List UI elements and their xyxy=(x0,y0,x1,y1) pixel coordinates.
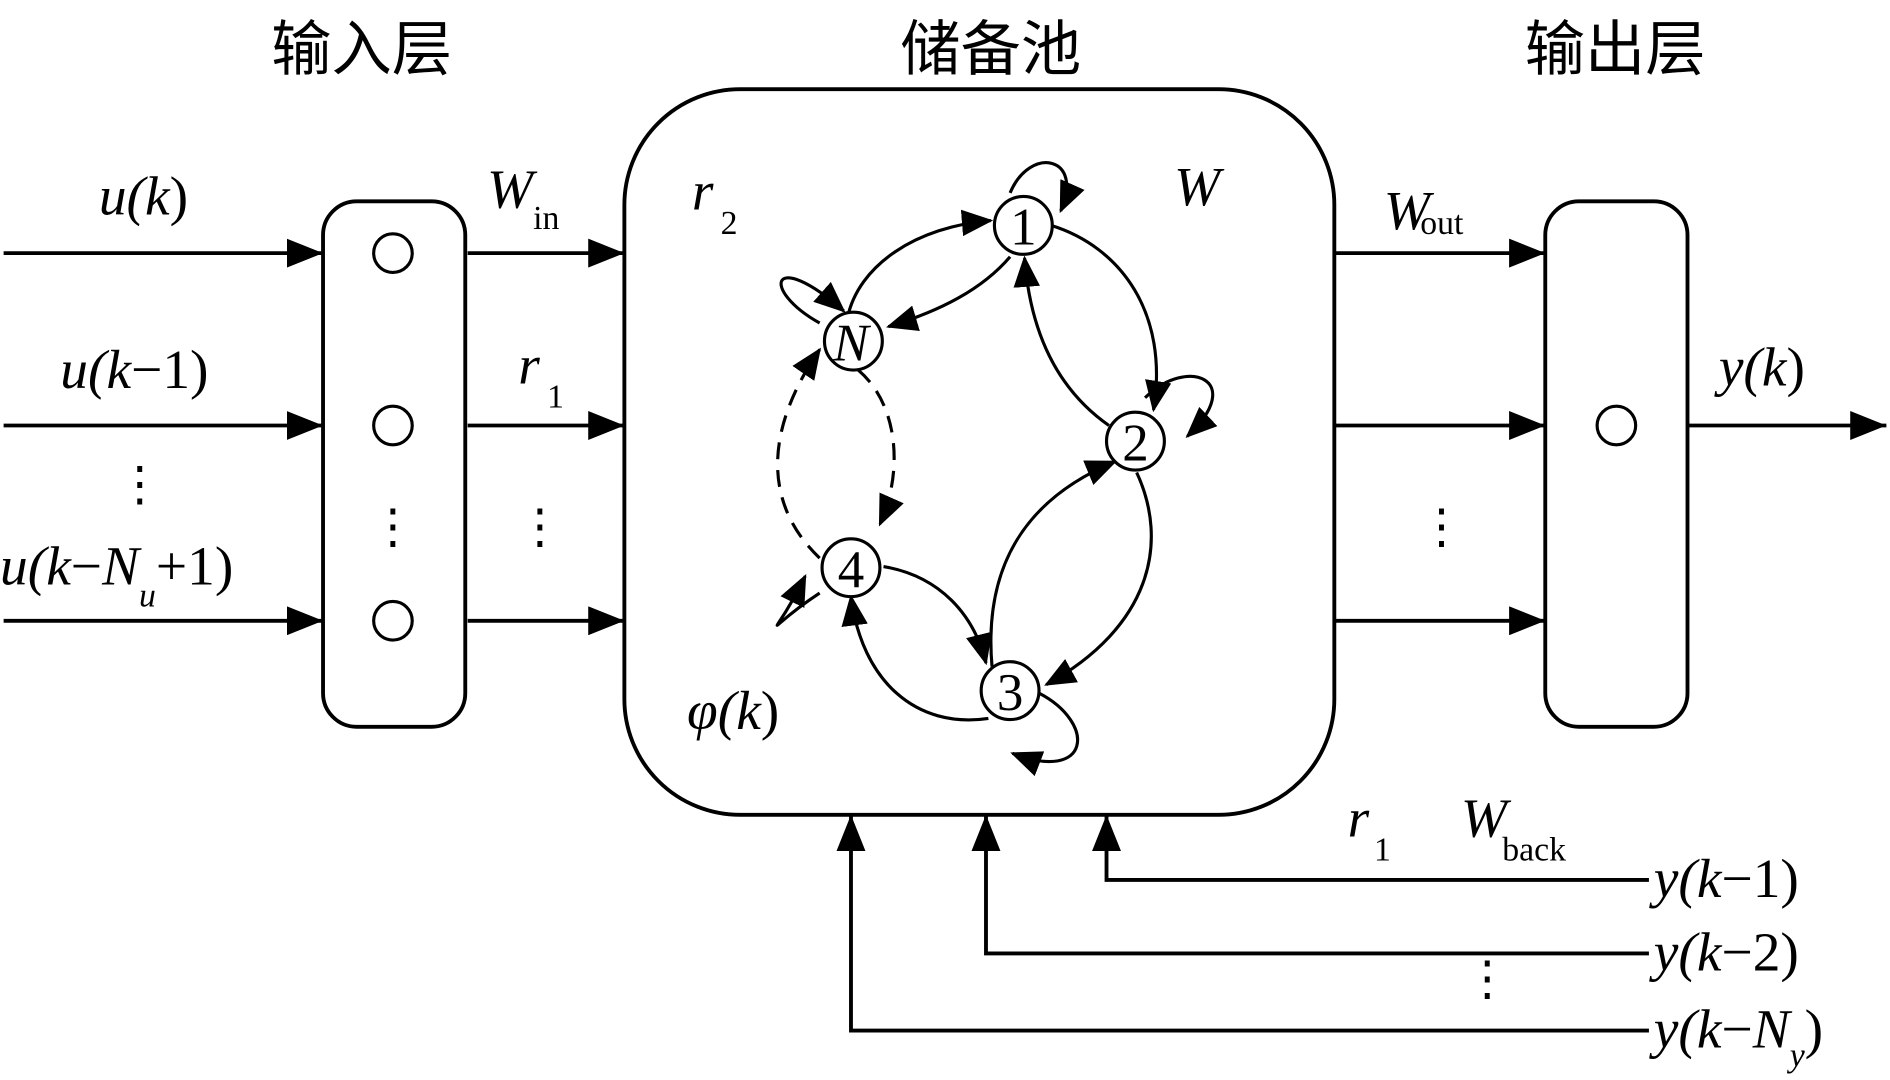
edge-4-to-3 xyxy=(883,564,992,666)
edge-2-to-3 xyxy=(1044,471,1153,687)
win-ellipsis: ⋮ xyxy=(516,500,564,553)
feedback-line-1 xyxy=(1092,814,1649,882)
feedback-label-yk-1: y(k−1) xyxy=(1649,848,1799,909)
svg-text:3: 3 xyxy=(997,664,1024,722)
edge-1-to-n xyxy=(886,255,1012,331)
input-layer-title: 输入层 xyxy=(271,15,452,85)
feedback-ellipsis: ⋮ xyxy=(1463,952,1511,1005)
w-out-label: Wout xyxy=(1384,180,1464,242)
input-label-uk-nu: u(k−Nu+1) xyxy=(0,536,233,615)
feedback-line-2 xyxy=(971,814,1649,956)
self-loop-1 xyxy=(1008,161,1085,214)
output-neuron xyxy=(1595,404,1638,447)
input-layer-box xyxy=(321,199,468,729)
self-loop-4 xyxy=(775,573,821,627)
feedback-label-yk-ny: y(k−Ny) xyxy=(1649,998,1823,1074)
svg-text:4: 4 xyxy=(838,541,865,599)
reservoir-node-2: 2 xyxy=(1104,410,1166,472)
feedback-line-3 xyxy=(836,814,1649,1033)
edge-1-to-2 xyxy=(1050,223,1172,413)
reservoir-node-3: 3 xyxy=(979,660,1041,722)
r2-label: r2 xyxy=(692,161,738,242)
feedback-label-yk-2: y(k−2) xyxy=(1649,921,1799,982)
input-label-uk: u(k) xyxy=(99,166,188,227)
output-layer-title: 输出层 xyxy=(1525,15,1706,85)
self-loop-n xyxy=(779,276,846,325)
edge-2-to-1 xyxy=(1013,255,1110,427)
edge-3-to-4 xyxy=(841,594,989,722)
self-loop-2 xyxy=(1143,374,1218,438)
reservoir-edges xyxy=(775,161,1218,777)
input-label-uk-1: u(k−1) xyxy=(60,339,208,400)
edge-3-to-2 xyxy=(989,460,1118,667)
svg-text:N: N xyxy=(832,314,871,372)
input-neuron-ellipsis: ⋮ xyxy=(369,500,417,553)
output-label-yk: y(k) xyxy=(1714,337,1805,398)
output-layer-box xyxy=(1543,199,1690,729)
r1-input-label: r1 xyxy=(518,334,564,415)
edge-n-to-1 xyxy=(845,209,994,319)
input-neuron-2 xyxy=(372,404,414,447)
edge-n-to-4-dashed xyxy=(857,368,904,527)
self-loop-3 xyxy=(1010,691,1079,777)
reservoir-node-n: N xyxy=(822,310,884,372)
reservoir-node-1: 1 xyxy=(992,194,1054,257)
w-label: W xyxy=(1174,156,1225,217)
edge-4-to-n-dashed xyxy=(776,347,822,560)
reservoir-node-4: 4 xyxy=(820,537,882,599)
input-ellipsis: ⋮ xyxy=(116,458,164,511)
svg-text:1: 1 xyxy=(1010,199,1037,257)
wout-ellipsis: ⋮ xyxy=(1418,500,1466,553)
svg-text:2: 2 xyxy=(1122,414,1149,472)
r1-back-label: r1 xyxy=(1348,788,1391,869)
input-neuron-1 xyxy=(372,232,414,274)
input-neuron-3 xyxy=(372,599,414,642)
phi-label: φ(k) xyxy=(687,680,779,741)
w-in-label: Win xyxy=(487,158,560,237)
reservoir-title: 储备池 xyxy=(900,15,1081,85)
